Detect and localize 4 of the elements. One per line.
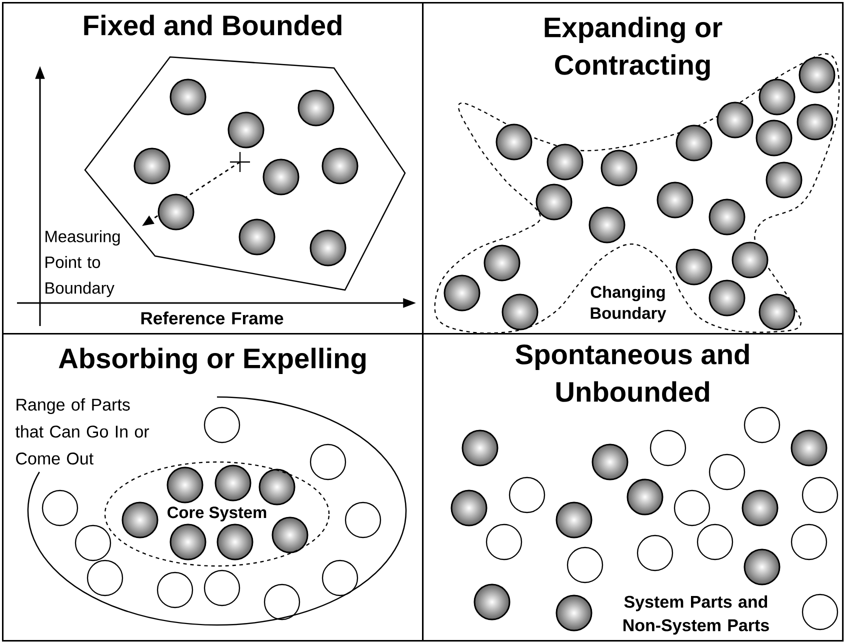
- annotation-text: Measuring Point to Boundary: [46, 230, 120, 298]
- annotation-text: Reference Frame: [141, 312, 284, 324]
- annotation-text: System Parts and Non-System Parts: [624, 595, 769, 635]
- annotation-text: Changing Boundary: [590, 286, 666, 322]
